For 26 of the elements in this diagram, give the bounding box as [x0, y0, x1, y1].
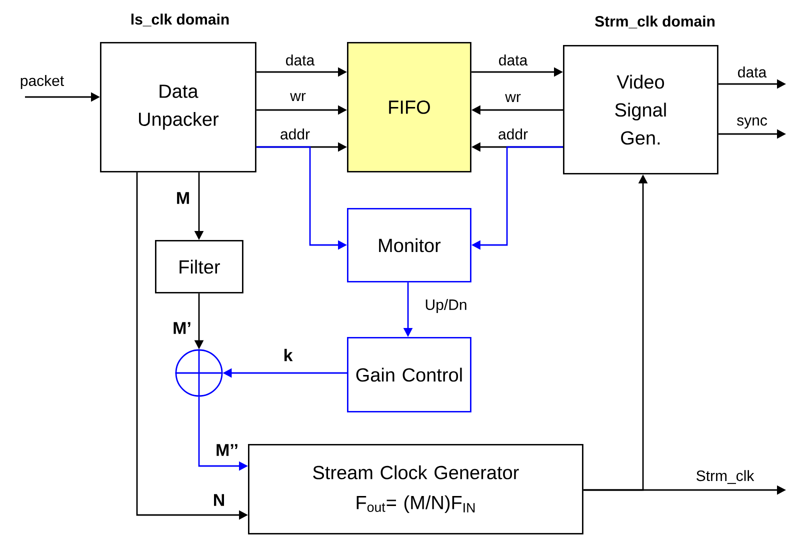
fifo-box: FIFO [347, 42, 472, 172]
edge-label: addr [279, 128, 312, 140]
edge-label: wr [504, 92, 522, 104]
edge-label: M [174, 191, 192, 205]
control-box: Gain Control [347, 337, 472, 412]
edge-label: M’’ [214, 443, 240, 457]
domain-heading: Strm_clk domain [595, 16, 714, 28]
process-box: Data Unpacker [100, 42, 256, 172]
edge-label: packet [18, 74, 66, 90]
filter-box: Filter [155, 240, 244, 294]
edge-label: sync [736, 116, 768, 130]
adder-circle [174, 348, 224, 398]
edge-label: M’ [172, 321, 192, 335]
edge-label: data [284, 54, 316, 66]
edge-label: data [497, 54, 529, 66]
edge-label: Up/Dn [424, 298, 468, 314]
edge-label: addr [497, 128, 530, 140]
edge-label: data [736, 66, 768, 78]
process-box: Video Signal Gen. [563, 45, 718, 174]
domain-heading: ls_clk domain [131, 14, 229, 26]
edge-label: wr [289, 92, 307, 102]
edge-label: N [212, 493, 226, 507]
monitor-box: Monitor [347, 208, 472, 282]
generator-box: Stream Clock Generator F$_{out}$= (M/N)F$_{IN}$ [248, 444, 584, 534]
edge-label: k [282, 348, 294, 362]
edge-label: Strm_clk [694, 469, 756, 485]
